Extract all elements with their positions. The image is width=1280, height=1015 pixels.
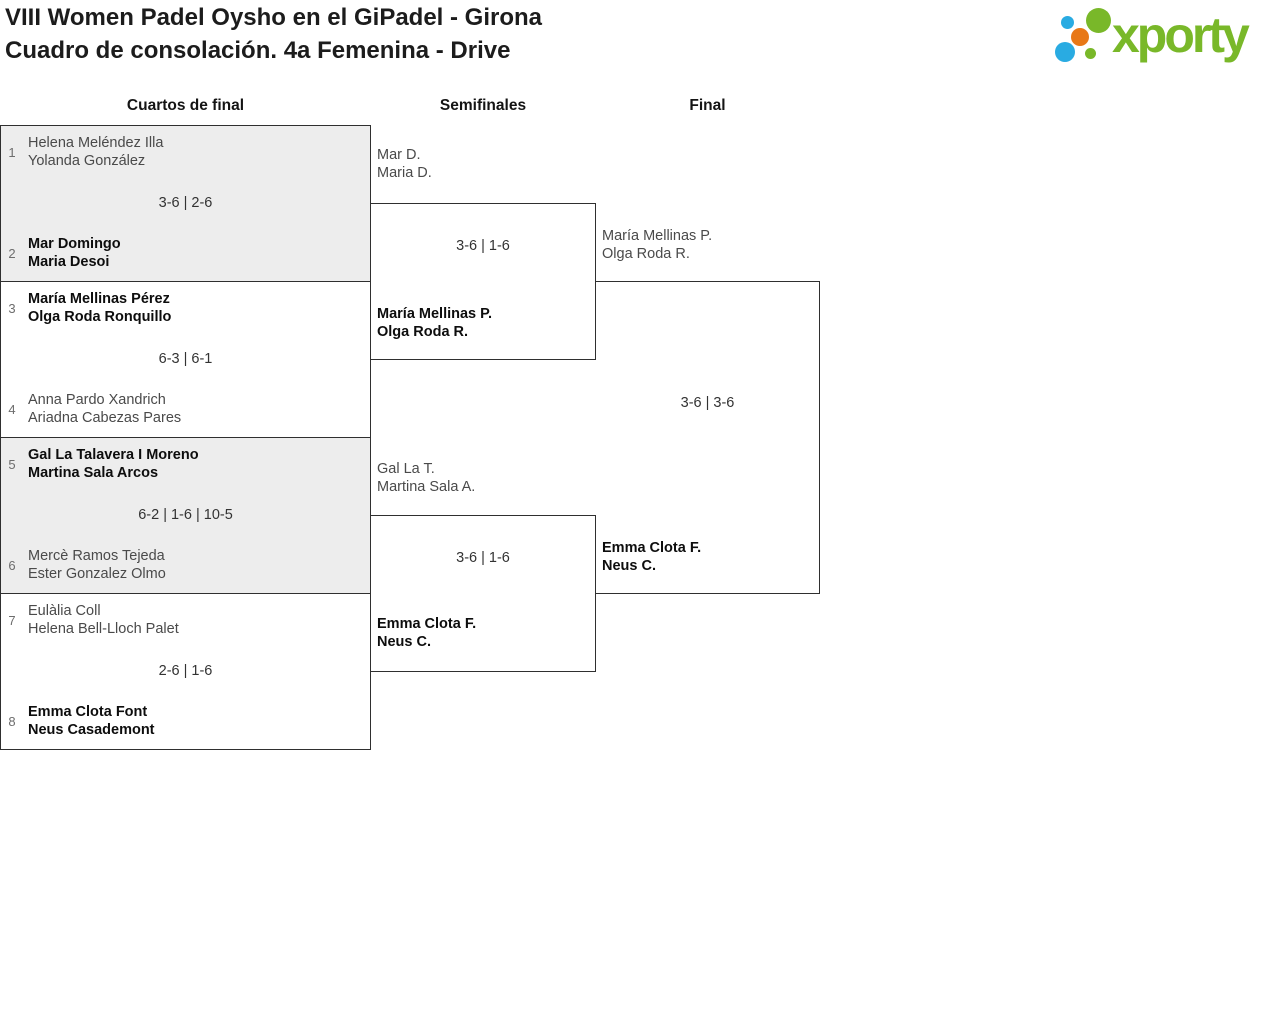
seed-number: 4: [8, 401, 16, 417]
team-slot: 6 Mercè Ramos Tejeda Ester Gonzalez Olmo: [1, 547, 370, 583]
match-score: 2-6 | 1-6: [158, 662, 213, 679]
match-score: 6-3 | 6-1: [158, 350, 213, 367]
team-players: Emma Clota Font Neus Casademont: [28, 703, 155, 739]
team-slot: 3 María Mellinas Pérez Olga Roda Ronquil…: [1, 290, 370, 326]
match-quarterfinal-3: 5 Gal La Talavera I Moreno Martina Sala …: [0, 437, 371, 594]
seed-number: 7: [8, 612, 16, 628]
seed-number: 5: [8, 456, 16, 472]
team-players: María Mellinas Pérez Olga Roda Ronquillo: [28, 290, 171, 326]
seed-number: 8: [8, 713, 16, 729]
player-name: Neus Casademont: [28, 722, 155, 738]
team-players: Mar Domingo Maria Desoi: [28, 235, 121, 271]
player-name: Martina Sala Arcos: [28, 465, 159, 481]
semifinal-1-team-1: Mar D. Maria D.: [377, 146, 432, 182]
logo-dot-icon: [1055, 42, 1075, 62]
semifinal-2-team-1: Gal La T. Martina Sala A.: [377, 460, 475, 496]
match-quarterfinal-1: 1 Helena Meléndez Illa Yolanda González …: [0, 125, 371, 282]
player-name: Olga Roda Ronquillo: [28, 309, 172, 325]
player-name: Neus C.: [377, 634, 431, 650]
seed-number: 2: [8, 245, 16, 261]
player-name: Helena Meléndez Illa: [28, 135, 164, 151]
round-header-semifinals: Semifinales: [439, 97, 527, 114]
logo-dot-icon: [1061, 16, 1074, 29]
match-final-box: [595, 281, 820, 594]
player-name: Ariadna Cabezas Pares: [28, 410, 182, 426]
player-name: Anna Pardo Xandrich: [28, 392, 166, 408]
player-name: María Mellinas P.: [377, 306, 492, 322]
player-name: Emma Clota F.: [377, 616, 477, 632]
player-name: Yolanda González: [28, 153, 146, 169]
semifinal-2-score: 3-6 | 1-6: [456, 550, 510, 566]
player-name: Neus C.: [602, 558, 656, 574]
player-name: Maria D.: [377, 165, 432, 181]
team-slot: 2 Mar Domingo Maria Desoi: [1, 235, 370, 271]
player-name: Mar Domingo: [28, 236, 121, 252]
final-score: 3-6 | 3-6: [680, 395, 735, 411]
semifinal-1-score: 3-6 | 1-6: [456, 238, 510, 254]
final-team-1: María Mellinas P. Olga Roda R.: [602, 227, 712, 263]
player-name: Mar D.: [377, 147, 421, 163]
player-name: Gal La T.: [377, 461, 435, 477]
logo-dot-icon: [1071, 28, 1089, 46]
player-name: Olga Roda R.: [602, 246, 690, 262]
team-players: Mercè Ramos Tejeda Ester Gonzalez Olmo: [28, 547, 166, 583]
round-header-final: Final: [689, 97, 726, 114]
seed-number: 1: [8, 144, 16, 160]
team-slot: 4 Anna Pardo Xandrich Ariadna Cabezas Pa…: [1, 391, 370, 427]
team-players: Helena Meléndez Illa Yolanda González: [28, 134, 163, 170]
seed-number: 3: [8, 300, 16, 316]
team-players: Anna Pardo Xandrich Ariadna Cabezas Pare…: [28, 391, 181, 427]
player-name: María Mellinas P.: [602, 228, 713, 244]
player-name: Emma Clota Font: [28, 704, 148, 720]
match-score: 6-2 | 1-6 | 10-5: [138, 506, 233, 523]
team-slot: 5 Gal La Talavera I Moreno Martina Sala …: [1, 446, 370, 482]
logo-dot-icon: [1085, 48, 1096, 59]
logo-wordmark: xporty: [1112, 7, 1250, 63]
page-title: VIII Women Padel Oysho en el GiPadel - G…: [5, 4, 543, 31]
match-score: 3-6 | 2-6: [158, 194, 213, 211]
final-team-2: Emma Clota F. Neus C.: [602, 539, 701, 575]
player-name: Maria Desoi: [28, 254, 110, 270]
player-name: Mercè Ramos Tejeda: [28, 548, 165, 564]
team-players: Gal La Talavera I Moreno Martina Sala Ar…: [28, 446, 199, 482]
player-name: Emma Clota F.: [602, 540, 702, 556]
match-quarterfinal-4: 7 Eulàlia Coll Helena Bell-Lloch Palet 2…: [0, 593, 371, 750]
semifinal-2-team-2: Emma Clota F. Neus C.: [377, 615, 476, 651]
player-name: Helena Bell-Lloch Palet: [28, 621, 179, 637]
player-name: Eulàlia Coll: [28, 603, 101, 619]
player-name: Ester Gonzalez Olmo: [28, 566, 166, 582]
player-name: Gal La Talavera I Moreno: [28, 447, 199, 463]
team-players: Eulàlia Coll Helena Bell-Lloch Palet: [28, 602, 179, 638]
semifinal-1-team-2: María Mellinas P. Olga Roda R.: [377, 305, 492, 341]
round-header-quarterfinals: Cuartos de final: [126, 97, 245, 114]
player-name: Olga Roda R.: [377, 324, 469, 340]
seed-number: 6: [8, 557, 16, 573]
logo-dot-icon: [1086, 8, 1111, 33]
player-name: Martina Sala A.: [377, 479, 476, 495]
match-quarterfinal-2: 3 María Mellinas Pérez Olga Roda Ronquil…: [0, 281, 371, 438]
page-subtitle: Cuadro de consolación. 4a Femenina - Dri…: [5, 37, 511, 64]
team-slot: 7 Eulàlia Coll Helena Bell-Lloch Palet: [1, 602, 370, 638]
xporty-logo[interactable]: xporty: [1050, 0, 1280, 80]
team-slot: 8 Emma Clota Font Neus Casademont: [1, 703, 370, 739]
player-name: María Mellinas Pérez: [28, 291, 170, 307]
team-slot: 1 Helena Meléndez Illa Yolanda González: [1, 134, 370, 170]
